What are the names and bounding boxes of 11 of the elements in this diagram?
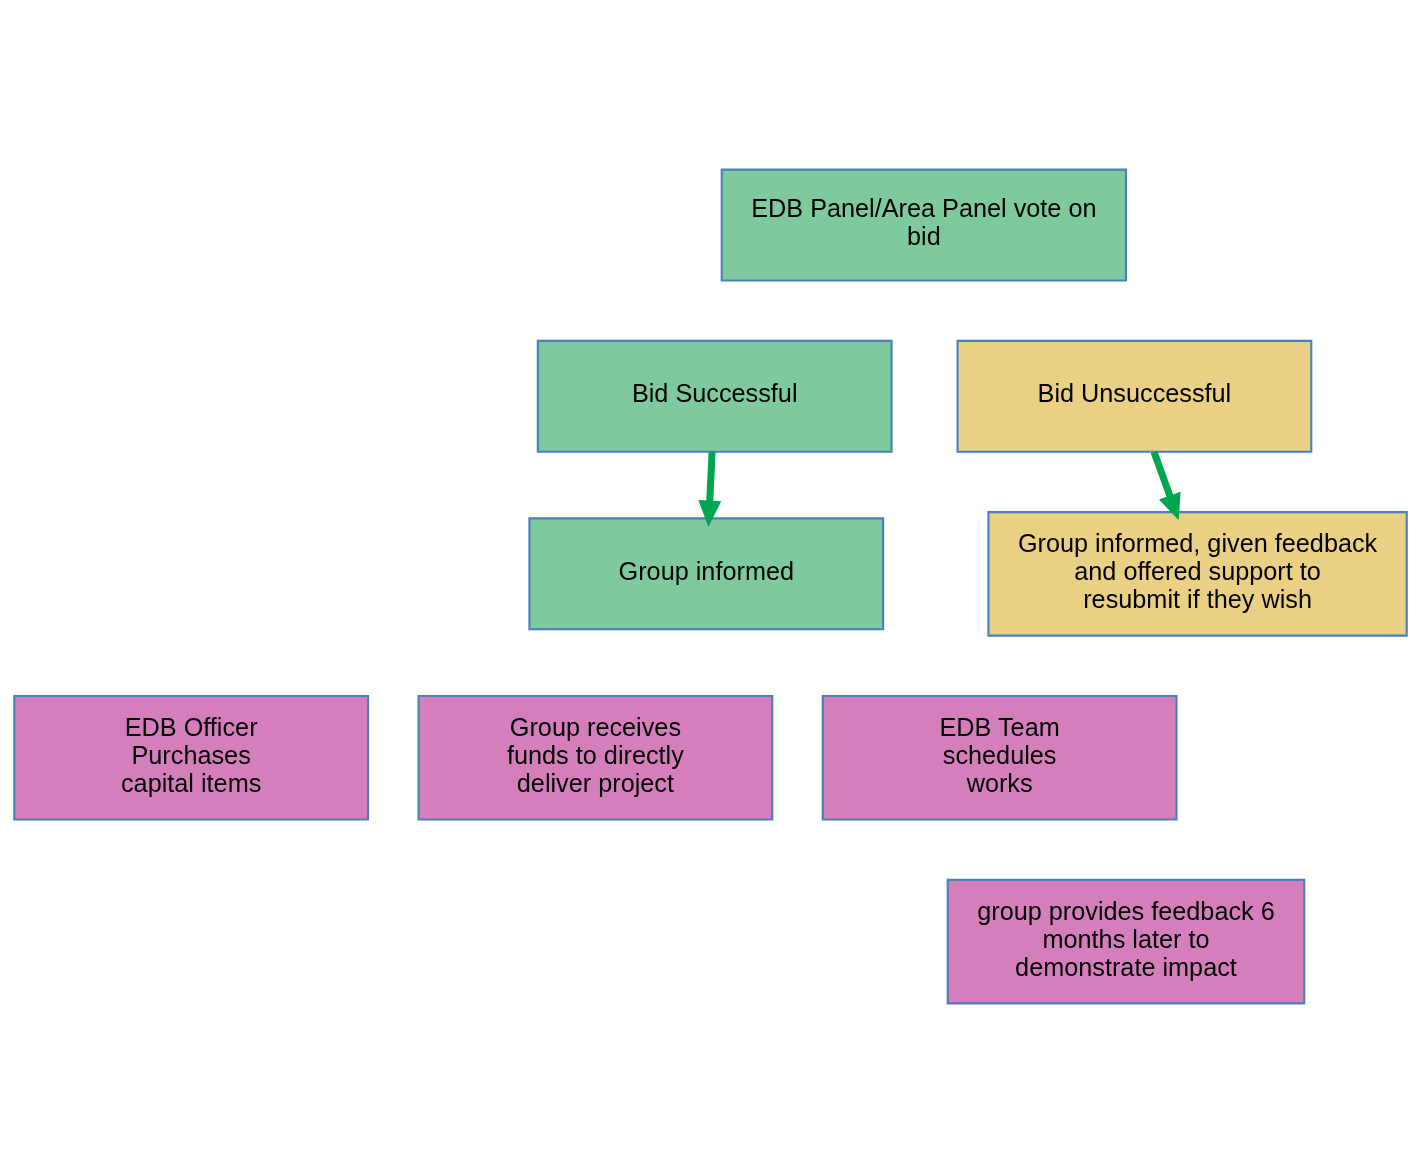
node-box: Bid Successful bbox=[536, 339, 893, 453]
node-box: group provides feedback 6 months later to demonstrate impact bbox=[946, 878, 1306, 1004]
node-box: Group informed bbox=[528, 516, 885, 630]
arrow bbox=[1150, 450, 1181, 520]
node-box: EDB Officer Purchases capital items bbox=[13, 694, 370, 821]
node-box: EDB Panel/Area Panel vote on bid bbox=[720, 168, 1128, 282]
node-box: Group receives funds to directly deliver project bbox=[417, 694, 774, 821]
node-box: Group informed, given feedback and offered support to resubmit if they wish bbox=[987, 510, 1408, 637]
arrow bbox=[698, 451, 722, 527]
node-box: Bid Unsuccessful bbox=[956, 339, 1313, 453]
node-box: EDB Team schedules works bbox=[821, 694, 1178, 821]
